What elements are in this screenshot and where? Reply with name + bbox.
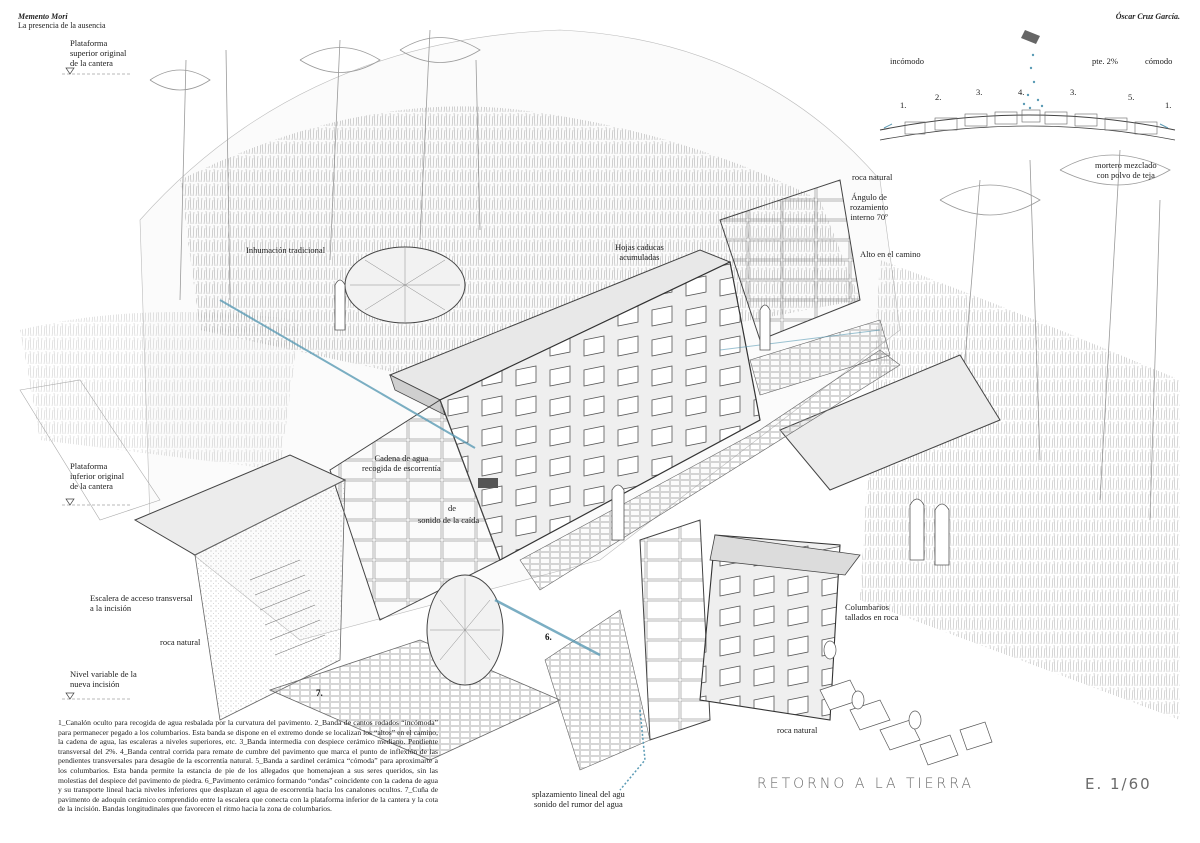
level-lower-label: Plataforma inferior original de la cante… [70,461,125,491]
project-header: Memento Mori La presencia de la ausencia [18,12,106,30]
section-mortar: mortero mezclado con polvo de teja [1095,160,1157,180]
pavement-section-detail [879,30,1176,141]
section-n2: 2. [935,92,942,102]
label-access-stair: Escalera de acceso transversal a la inci… [90,593,193,613]
label-stop: Alto en el camino [860,249,921,259]
section-n3-left: 3. [976,87,983,97]
stone-wall-back [719,179,861,341]
water-chain-lower [494,598,601,657]
columbarium-block-right [699,534,841,721]
figures [334,279,950,566]
label-rock-left: roca natural [160,637,201,647]
scale-label: E. 1/60 [1085,775,1152,793]
author: Óscar Cruz García. [1115,12,1180,21]
section-comfortable: cómodo [1145,56,1173,66]
stone-wall-left [329,399,501,621]
section-n1-right: 1. [1165,100,1172,110]
section-n4: 4. [1018,87,1025,97]
project-subtitle: La presencia de la ausencia [18,21,106,30]
label-inhumation: Inhumación tradicional [246,245,326,255]
section-n3-right: 3. [1070,87,1077,97]
level-lines [62,73,132,700]
access-stair [249,559,326,656]
marker-6: 6. [545,632,552,642]
section-n5: 5. [1128,92,1135,102]
legend-text: 1_Canalón oculto para recogida de agua r… [58,718,438,814]
section-slope: pte. 2% [1092,56,1118,66]
level-triangles [65,67,75,700]
bench-paving [749,319,891,396]
marker-7: 7. [316,688,323,698]
label-leaves: Hojas caducas acumuladas [615,242,664,262]
legend-paragraph: 1_Canalón oculto para recogida de agua r… [58,718,438,814]
trees [149,29,1171,521]
label-de: de [448,503,457,513]
project-title: Memento Mori [18,12,68,21]
sheet-title: RETORNO A LA TIERRA [757,776,974,792]
level-variable-label: Nivel variable de la nueva incisión [70,669,137,689]
right-slab [779,354,1001,491]
label-angle: Ángulo de rozamiento interno 70º [850,192,889,222]
vegetation-right [860,260,1180,720]
label-rock-right: roca natural [777,725,818,735]
water-chain-upper [219,299,476,449]
vegetation-left [20,312,300,470]
label-water-chain: Cadena de agua recogida de escorrentía [362,453,441,473]
section-uncomfortable: incómodo [890,56,924,66]
label-columbaria: Columbarios tallados en roca [845,602,899,622]
label-water-displacement: splazamiento lineal del agu sonido del r… [532,789,625,809]
level-upper-label: Plataforma superior original de la cante… [70,38,127,68]
stone-pillar [639,519,711,741]
spout [478,478,498,488]
section-n1-left: 1. [900,100,907,110]
label-rock-top: roca natural [852,172,893,182]
label-fall-sound: sonido de la caída [418,515,480,525]
urns [819,640,993,766]
